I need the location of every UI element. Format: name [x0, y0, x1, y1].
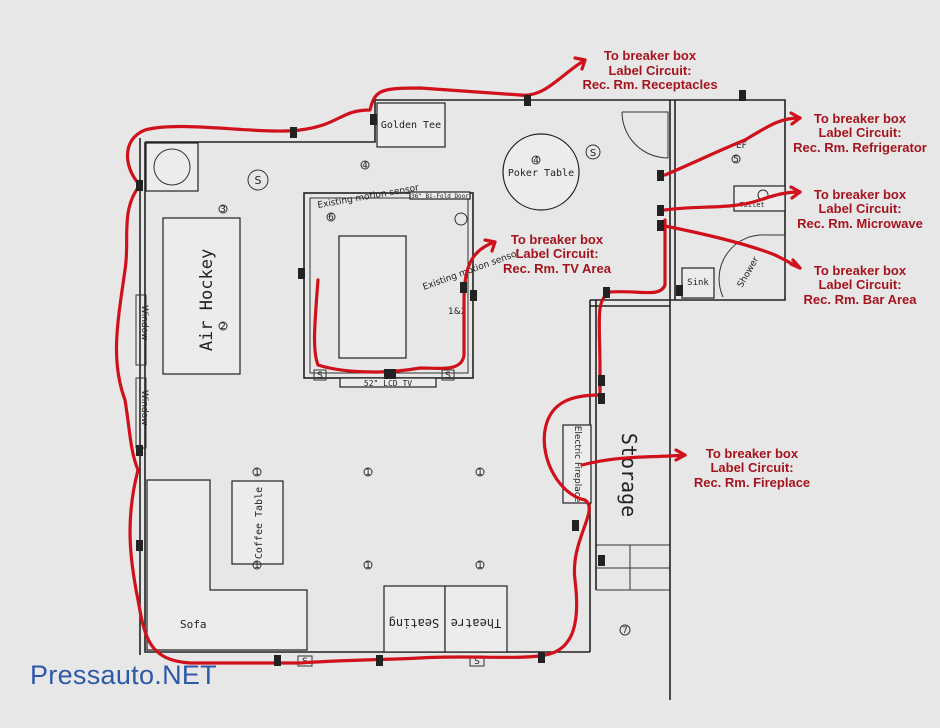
svg-text:Seating: Seating [389, 616, 440, 630]
light-markers: 4 4 3 2 1 1 1 1 1 1 7 6 5 S S S S S S [218, 144, 741, 667]
svg-text:Rec. Rm. Microwave: Rec. Rm. Microwave [797, 216, 923, 231]
circuit-label-microwave: To breaker box Label Circuit: Rec. Rm. M… [797, 187, 923, 231]
svg-text:3: 3 [220, 205, 226, 215]
svg-text:1: 1 [365, 561, 371, 571]
svg-text:S: S [445, 371, 451, 381]
coffee-table: Coffee Table [231, 480, 284, 565]
poker-table: Poker Table [502, 133, 580, 211]
sofa: Sofa [146, 479, 308, 651]
air-hockey: Air Hockey [162, 217, 241, 375]
svg-text:To breaker box: To breaker box [814, 263, 907, 278]
watermark: Pressauto.NET [30, 660, 217, 690]
circuit-label-bar-area: To breaker box Label Circuit: Rec. Rm. B… [804, 263, 918, 307]
svg-text:Storage: Storage [617, 433, 641, 517]
svg-text:EF: EF [736, 141, 747, 151]
svg-text:Air Hockey: Air Hockey [197, 249, 217, 351]
svg-text:Poker Table: Poker Table [508, 168, 574, 179]
golden-tee: Golden Tee [376, 102, 446, 148]
window-label: Window [139, 390, 149, 426]
svg-text:1: 1 [254, 468, 260, 478]
svg-text:Label Circuit:: Label Circuit: [515, 246, 598, 261]
svg-text:4: 4 [533, 156, 539, 166]
svg-text:7: 7 [622, 626, 628, 636]
svg-text:S: S [255, 174, 262, 187]
svg-text:Label Circuit:: Label Circuit: [818, 201, 901, 216]
circuit-label-refrigerator: To breaker box Label Circuit: Rec. Rm. R… [793, 111, 927, 155]
svg-text:4: 4 [362, 161, 368, 171]
svg-text:Golden Tee: Golden Tee [381, 120, 441, 131]
svg-text:To breaker box: To breaker box [706, 446, 799, 461]
svg-text:1: 1 [365, 468, 371, 478]
storage: Storage [617, 433, 641, 517]
svg-text:Rec. Rm. Fireplace: Rec. Rm. Fireplace [694, 475, 810, 490]
svg-text:Rec. Rm. Receptacles: Rec. Rm. Receptacles [582, 77, 717, 92]
svg-text:Label Circuit:: Label Circuit: [608, 63, 691, 78]
svg-text:6: 6 [328, 213, 334, 223]
svg-text:Rec. Rm. Refrigerator: Rec. Rm. Refrigerator [793, 140, 927, 155]
svg-text:2: 2 [220, 322, 226, 332]
svg-text:Coffee Table: Coffee Table [254, 487, 265, 559]
svg-text:Rec. Rm. TV Area: Rec. Rm. TV Area [503, 261, 612, 276]
svg-text:S: S [590, 148, 596, 159]
svg-text:S: S [474, 657, 480, 667]
svg-text:1: 1 [477, 468, 483, 478]
svg-text:Sink: Sink [687, 278, 709, 288]
svg-text:Label Circuit:: Label Circuit: [818, 277, 901, 292]
receptacles [136, 90, 746, 666]
theatre-seating: Seating Theatre [383, 585, 508, 653]
svg-text:Electric Fireplace: Electric Fireplace [572, 426, 582, 503]
svg-text:5: 5 [733, 155, 739, 165]
svg-text:Label Circuit:: Label Circuit: [710, 460, 793, 475]
svg-text:To breaker box: To breaker box [814, 187, 907, 202]
circuit-label-fireplace: To breaker box Label Circuit: Rec. Rm. F… [694, 446, 810, 490]
tv-area: 36" Bi-Fold Door 52" LCD TV Existing mot… [303, 183, 522, 388]
svg-text:1: 1 [254, 561, 260, 571]
svg-text:S: S [317, 371, 323, 381]
svg-text:1: 1 [477, 561, 483, 571]
svg-text:52" LCD TV: 52" LCD TV [364, 379, 412, 388]
svg-text:Rec. Rm. Bar Area: Rec. Rm. Bar Area [804, 292, 918, 307]
motion-sensor-label: Existing motion sensor [317, 183, 420, 211]
svg-text:36" Bi-Fold Door: 36" Bi-Fold Door [411, 193, 469, 200]
svg-text:Shower: Shower [736, 255, 762, 289]
svg-text:To breaker box: To breaker box [814, 111, 907, 126]
window-label: Window [139, 305, 149, 341]
svg-text:To breaker box: To breaker box [511, 232, 604, 247]
svg-text:To breaker box: To breaker box [604, 48, 697, 63]
svg-text:Sofa: Sofa [180, 618, 207, 631]
circuit-label-tv-area: To breaker box Label Circuit: Rec. Rm. T… [503, 232, 612, 276]
svg-text:Theatre: Theatre [451, 616, 502, 630]
svg-text:1&2: 1&2 [448, 307, 466, 317]
svg-text:Toilet: Toilet [739, 201, 764, 209]
circuit-label-receptacles: To breaker box Label Circuit: Rec. Rm. R… [582, 48, 717, 92]
svg-text:Label Circuit:: Label Circuit: [818, 125, 901, 140]
